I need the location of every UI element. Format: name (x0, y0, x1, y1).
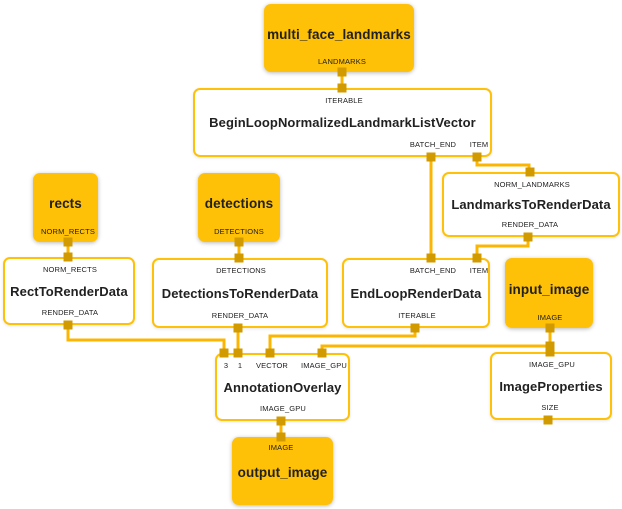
input-port-label: ITERABLE (325, 96, 363, 105)
node-title: output_image (237, 465, 328, 480)
edge-begin_loop-to-landmarks_to_render_data (475, 157, 531, 172)
output-port-label: NORM_RECTS (40, 227, 96, 236)
node-output_image[interactable]: output_image IMAGE (232, 437, 333, 505)
edge-rect_to_render_data-to-annotation_overlay (66, 325, 226, 353)
input-port-label: DETECTIONS (216, 266, 266, 275)
node-title: detections (204, 196, 274, 211)
node-landmarks_to_render_data[interactable]: LandmarksToRenderData NORM_LANDMARKS RENDE… (442, 172, 620, 237)
output-port-label: SIZE (541, 403, 559, 412)
node-title: rects (49, 196, 82, 211)
output-port-label: BATCH_END (409, 140, 457, 149)
output-port-label: RENDER_DATA (501, 220, 559, 229)
output-port-label: RENDER_DATA (41, 308, 99, 317)
edge-landmarks_to_render_data-to-end_loop_render_data (475, 237, 530, 258)
input-port-label: BATCH_END (409, 266, 457, 275)
node-title: AnnotationOverlay (223, 379, 342, 395)
node-title: input_image (508, 281, 590, 297)
node-title: LandmarksToRenderData (451, 197, 611, 212)
output-port-label: RENDER_DATA (211, 311, 269, 320)
node-rect_to_render_data[interactable]: RectToRenderData NORM_RECTS RENDER_DATA (3, 257, 135, 325)
node-title: multi_face_landmarks (267, 26, 411, 42)
input-port-label: 3 (223, 361, 229, 370)
node-image_properties[interactable]: ImageProperties IMAGE_GPU SIZE (490, 352, 612, 420)
output-port-label: IMAGE (537, 313, 563, 322)
input-port-label: NORM_LANDMARKS (494, 180, 570, 189)
node-title: ImageProperties (499, 378, 603, 394)
output-port-label: LANDMARKS (317, 57, 367, 66)
node-end_loop_render_data[interactable]: EndLoopRenderData BATCH_END ITEM ITERABLE (342, 258, 490, 328)
output-port-label: ITEM (469, 140, 489, 149)
node-title: RectToRenderData (10, 283, 128, 299)
input-port-label: VECTOR (255, 361, 289, 370)
input-port-label: NORM_RECTS (42, 265, 98, 274)
output-port-label: ITERABLE (398, 311, 436, 320)
input-port-label: 1 (237, 361, 243, 370)
input-port-label: ITEM (469, 266, 489, 275)
output-port-label: DETECTIONS (214, 227, 264, 236)
node-title: BeginLoopNormalizedLandmarkListVector (209, 115, 476, 130)
input-port-label: IMAGE (268, 443, 294, 452)
input-port-label: IMAGE_GPU (301, 361, 347, 370)
input-port-label: IMAGE_GPU (529, 360, 575, 369)
output-port-label: IMAGE_GPU (260, 404, 306, 413)
node-title: DetectionsToRenderData (161, 285, 319, 301)
node-detections_to_render_data[interactable]: DetectionsToRenderData DETECTIONS RENDER_D… (152, 258, 328, 328)
edge-end_loop_render_data-to-annotation_overlay (268, 328, 417, 353)
node-title: EndLoopRenderData (350, 285, 482, 301)
